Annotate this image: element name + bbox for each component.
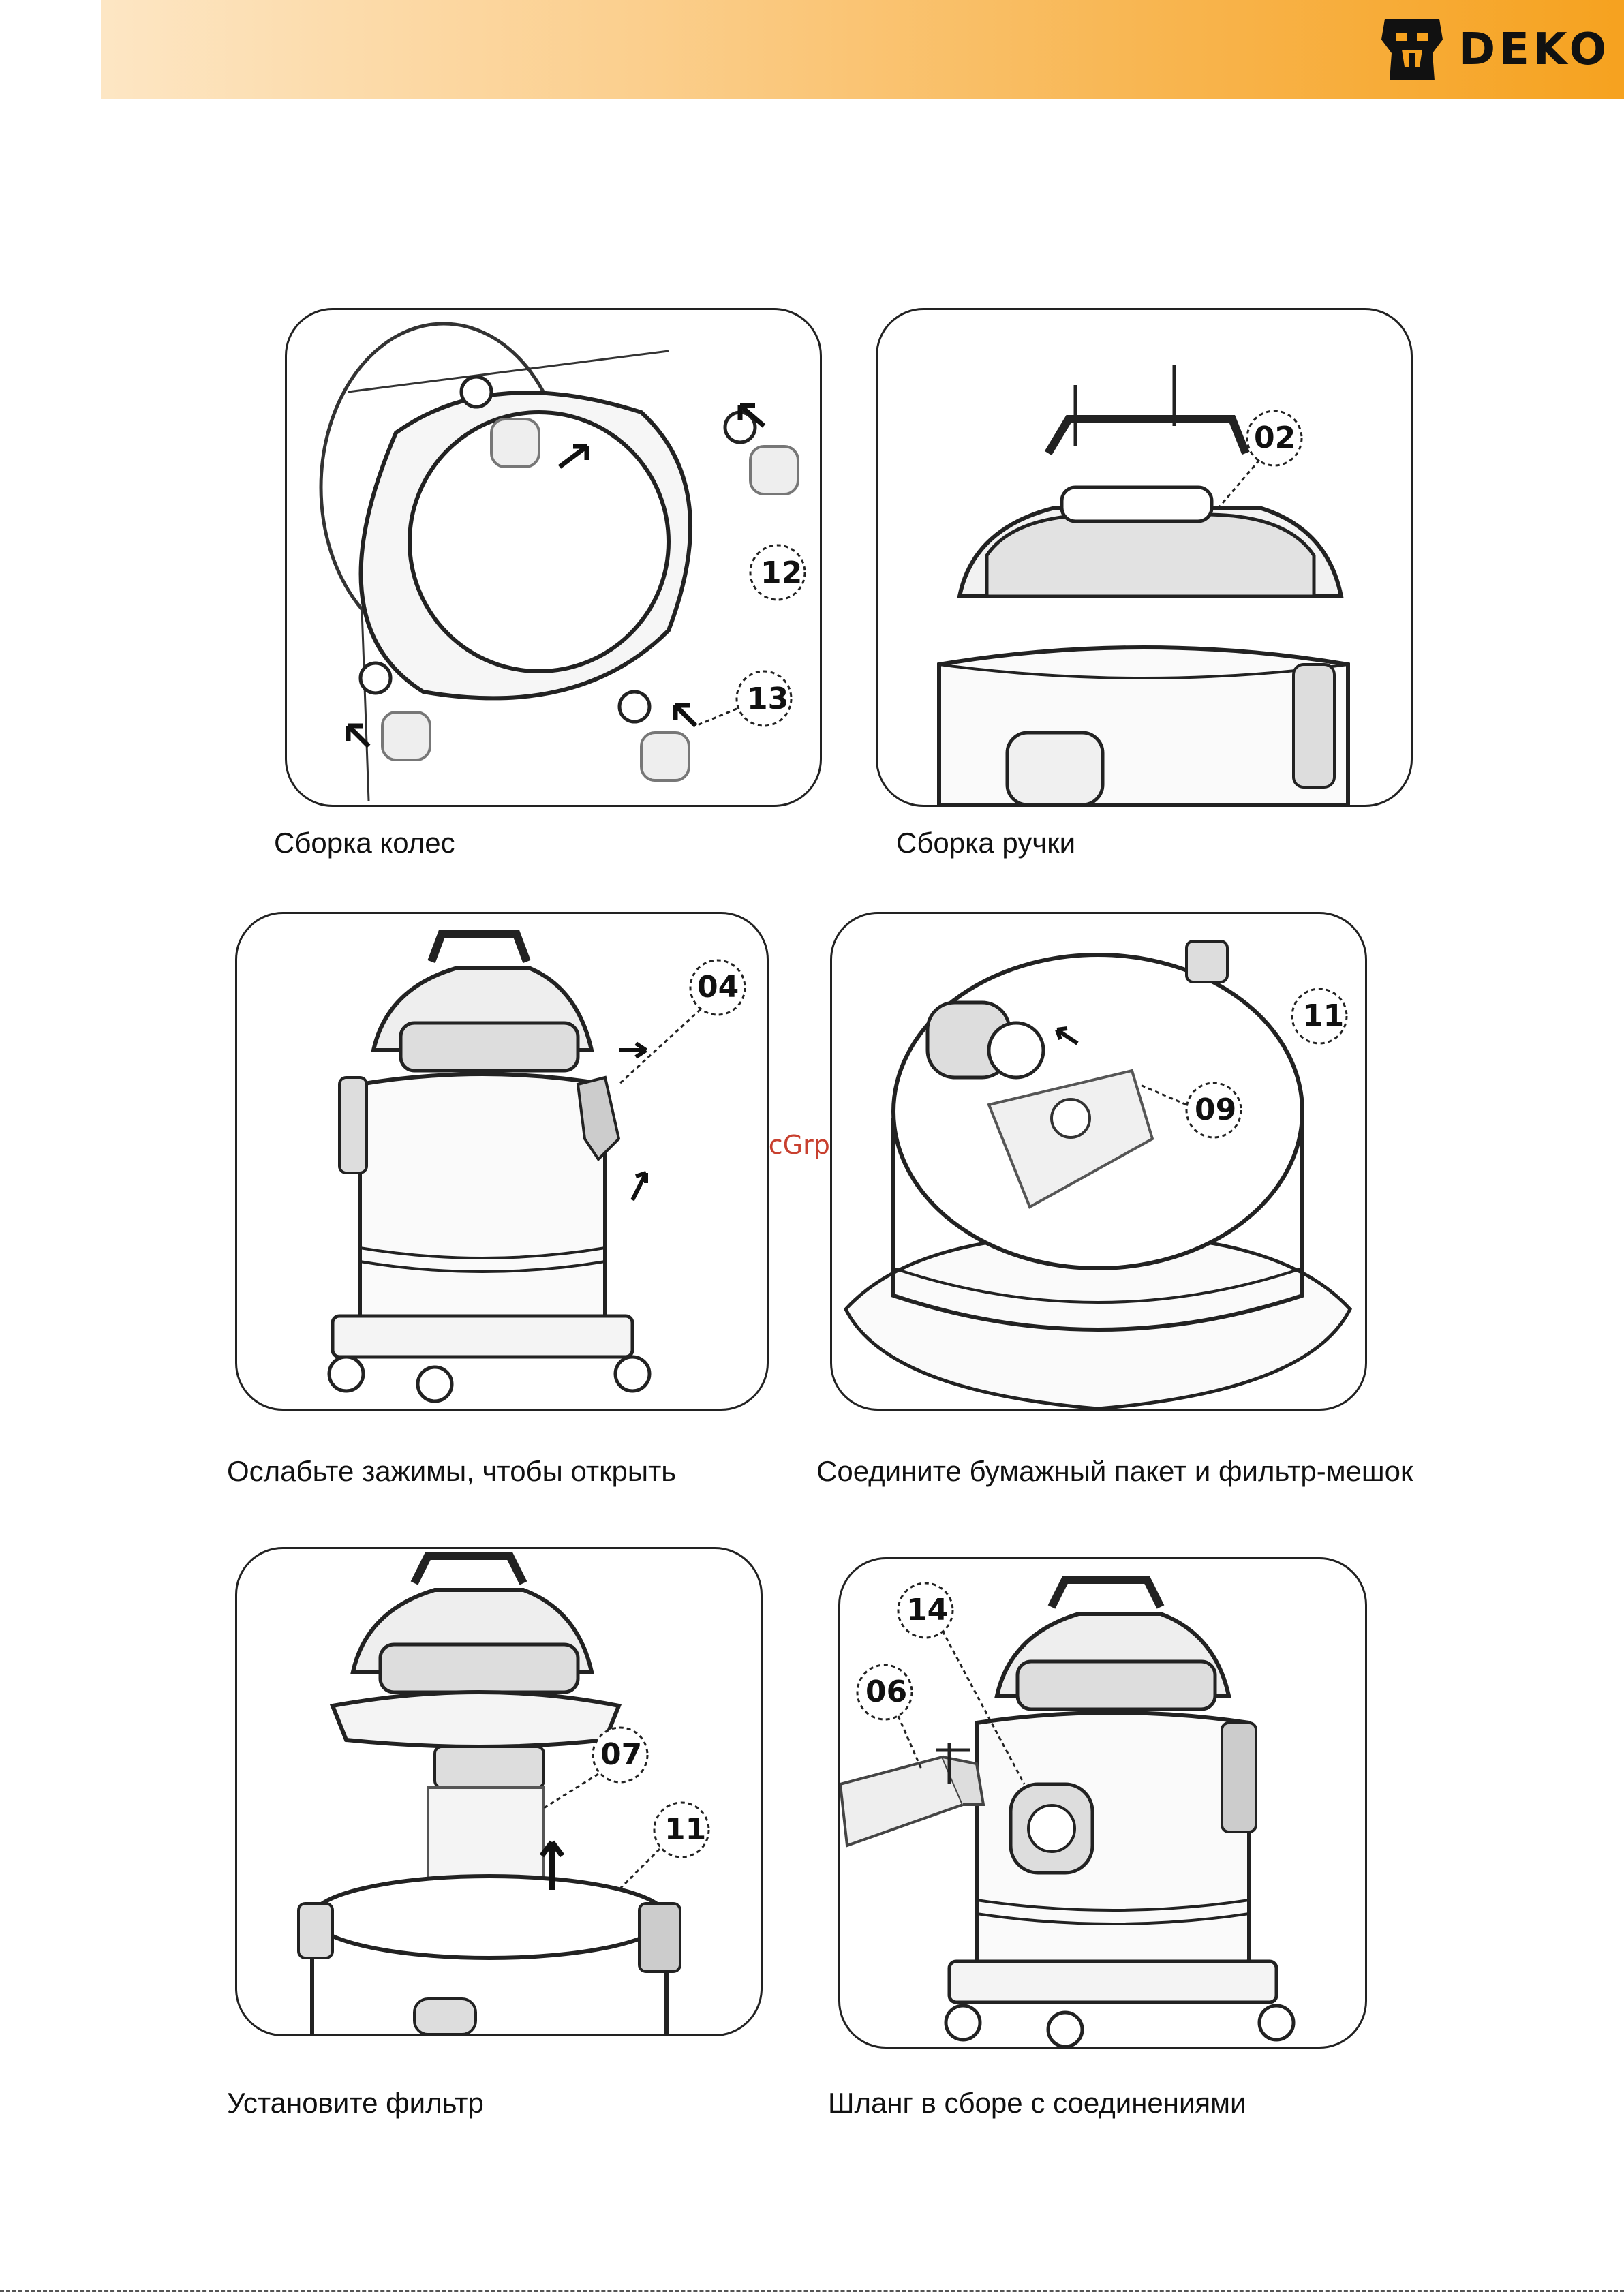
callout-label-09: 09 (1195, 1092, 1236, 1127)
caption-install-filter: Установите фильтр (227, 2087, 484, 2119)
loosen-clamps-illustration (237, 914, 767, 1409)
callout-label-12: 12 (761, 555, 802, 590)
handle-assembly-illustration (878, 310, 1411, 805)
callout-label-02: 02 (1254, 420, 1296, 455)
caption-connect-bag: Соедините бумажный пакет и фильтр-мешок (816, 1455, 1413, 1488)
brand-logo: DEKO (1375, 12, 1610, 87)
callout-label-11-filter: 11 (664, 1812, 706, 1847)
callout-label-04: 04 (697, 970, 739, 1005)
brand-name: DEKO (1459, 25, 1610, 75)
hose-assembly-illustration (840, 1559, 1365, 2047)
caption-handle-assembly: Сборка ручки (896, 827, 1075, 859)
install-filter-illustration (237, 1549, 761, 2034)
callout-label-13: 13 (747, 682, 788, 716)
panel-install-filter: 07 11 (235, 1547, 763, 2036)
callout-label-11: 11 (1302, 998, 1344, 1033)
callout-label-07: 07 (600, 1737, 642, 1772)
panel-connect-bag: 11 09 (830, 912, 1367, 1411)
caption-loosen-clamps: Ослабьте зажимы, чтобы открыть (227, 1455, 676, 1488)
callout-label-14: 14 (906, 1593, 948, 1627)
caption-hose-assembly: Шланг в сборе с соединениями (828, 2087, 1246, 2119)
connect-bag-illustration (832, 914, 1365, 1409)
panel-handle-assembly: 02 (876, 308, 1413, 807)
header-margin (0, 0, 101, 99)
wheel-assembly-illustration (287, 310, 820, 805)
page-bottom-edge (0, 2290, 1624, 2292)
caption-wheel-assembly: Сборка колес (274, 827, 455, 859)
panel-loosen-clamps: 04 (235, 912, 769, 1411)
panel-wheel-assembly: 12 13 (285, 308, 822, 807)
robot-head-icon (1375, 12, 1450, 87)
panel-hose-assembly: 14 06 (838, 1557, 1367, 2049)
callout-label-06: 06 (865, 1674, 907, 1709)
